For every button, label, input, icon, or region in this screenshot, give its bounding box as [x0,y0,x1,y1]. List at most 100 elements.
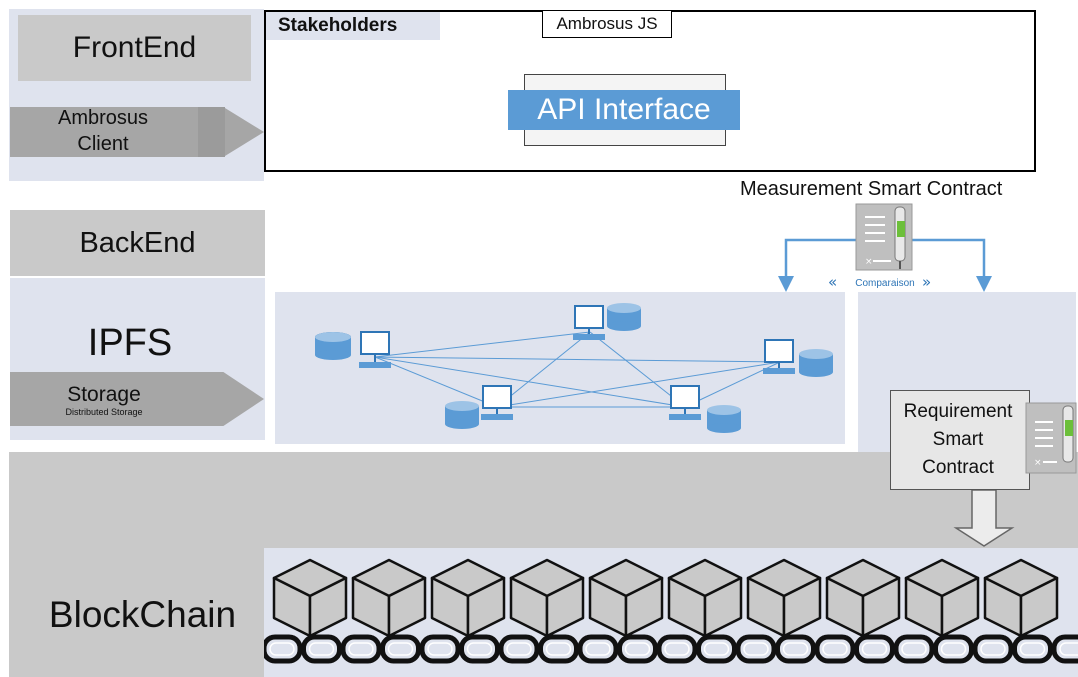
req-line1: Requirement [903,401,1013,422]
chain-link-icon [459,634,500,664]
cube-icon [904,558,980,638]
chain-link-highlight [861,642,888,656]
blockchain-label: BlockChain [30,585,255,645]
req-line3: Contract [922,457,994,478]
chain-link-highlight [585,642,611,656]
database-icon [707,405,741,433]
chain-link-highlight [664,642,690,656]
network-node-2 [573,303,641,340]
cube-icon [825,558,901,638]
database-icon [607,303,641,331]
left-chevron-icon: « [828,273,837,291]
chain-link-highlight [1019,642,1046,656]
comparison-label: Comparaison [826,274,944,292]
document-pen-icon: × [1025,402,1077,474]
requirement-contract-label: Requirement Smart Contract [890,395,1026,485]
chain-link-highlight [980,642,1006,656]
client-line1: Ambrosus [57,107,149,129]
ambrosus-client-arrow-shade [198,107,225,157]
chain-link-icon [419,634,461,664]
storage-line2: Distributed Storage [65,407,143,417]
ipfs-text: IPFS [87,321,173,364]
chain-link-icon [814,634,856,664]
cube-icon [272,558,348,638]
storage-line1: Storage [67,383,141,406]
chain-link-icon [380,634,421,664]
chain-link-highlight [427,642,453,656]
requirement-contract-box [890,390,1030,490]
cube-icon [746,558,822,638]
measurement-contract-label: Measurement Smart Contract [740,177,1003,200]
cube-icon [588,558,664,638]
requirement-down-arrow [953,490,1015,547]
computer-icon [481,385,513,420]
ipfs-network [315,303,833,433]
chain-link-highlight [387,642,414,656]
ambrosus-js-box: Ambrosus JS [542,10,672,38]
chain-link-icon [933,634,974,664]
chain-link-highlight [308,642,335,656]
cube-icon [509,558,585,638]
chain-link-highlight [348,642,374,656]
req-line2: Smart [932,429,984,450]
blockchain-chain [264,558,1078,664]
database-icon [315,332,351,360]
network-node-5 [669,385,741,433]
chain-link-highlight [545,642,572,656]
right-chevron-icon: » [922,273,931,291]
storage-arrow [10,372,264,426]
chain-link-icon [893,634,935,664]
network-node-3 [763,339,833,377]
chain-link-highlight [901,642,927,656]
chain-link-icon [498,634,540,664]
backend-label: BackEnd [10,210,265,276]
frontend-label: FrontEnd [18,15,251,81]
frontend-text: FrontEnd [72,31,197,64]
chain-link-highlight [743,642,769,656]
measurement-arrows: « » [778,238,992,292]
chain-link-highlight [703,642,730,656]
chain-link-icon [972,634,1014,664]
right-arrow-head [976,276,992,292]
chain-link-icon [1051,634,1078,664]
computer-icon [573,305,605,340]
chain-link-highlight [269,642,295,656]
svg-text:×: × [1034,458,1042,468]
chain-link-icon [538,634,579,664]
network-node-1 [315,331,391,368]
computer-icon [763,339,795,374]
left-flow-line [784,238,858,282]
stakeholders-title: Stakeholders [278,15,398,36]
cube-icon [667,558,743,638]
database-icon [445,401,479,429]
chain-link-icon [775,634,816,664]
chain-link-highlight [466,642,493,656]
stakeholders-tab: Stakeholders [266,12,440,40]
chain-link-highlight [822,642,848,656]
left-arrow-head [778,276,794,292]
chain-link-highlight [1059,642,1078,656]
computer-icon [359,331,391,368]
measurement-contract-title: Measurement Smart Contract [740,176,1040,202]
right-flow-line [910,238,986,282]
computer-icon [669,385,701,420]
chain-link-highlight [624,642,651,656]
ipfs-label: IPFS [60,318,200,368]
api-interface-box: API Interface [508,90,740,130]
ambrosus-js-label: Ambrosus JS [556,14,658,33]
svg-text:×: × [865,257,873,267]
cube-icon [351,558,427,638]
network-links [374,331,781,408]
chain-link-icon [696,634,737,664]
blockchain-text: BlockChain [48,594,237,635]
api-interface-label: API Interface [537,93,711,126]
chain-link-icon [656,634,698,664]
storage-label: Storage Distributed Storage [14,374,194,426]
chain-link-highlight [506,642,532,656]
chain-link-icon [301,634,342,664]
client-line2: Client [77,133,129,155]
backend-text: BackEnd [79,226,196,259]
cube-icon [430,558,506,638]
chain-link-icon [577,634,619,664]
chain-link-highlight [940,642,967,656]
